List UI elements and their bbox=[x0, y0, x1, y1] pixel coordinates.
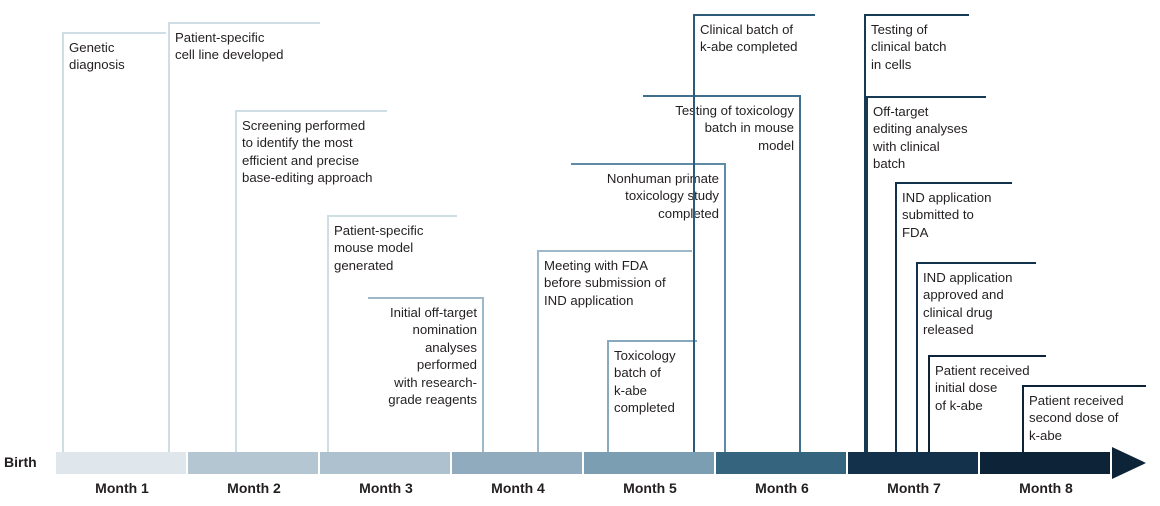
callout-rule bbox=[235, 110, 387, 112]
callout-leader-line bbox=[607, 340, 609, 452]
callout-text: IND application approved and clinical dr… bbox=[923, 270, 1013, 338]
month-label-6: Month 6 bbox=[755, 480, 809, 496]
callout-text: Genetic diagnosis bbox=[69, 40, 125, 73]
month-segment-8 bbox=[980, 452, 1110, 474]
callout-patient-second-dose: Patient received second dose of k-abe bbox=[1022, 385, 1146, 452]
callout-text: Patient-specific mouse model generated bbox=[334, 223, 424, 273]
callout-leader-line bbox=[537, 250, 539, 452]
callout-screening-performed: Screening performed to identify the most… bbox=[235, 110, 387, 452]
callout-text: Patient received initial dose of k-abe bbox=[935, 363, 1030, 413]
callout-rule bbox=[916, 262, 1036, 264]
birth-label: Birth bbox=[4, 454, 37, 470]
callout-testing-of-toxicology-batch: Testing of toxicology batch in mouse mod… bbox=[643, 95, 801, 452]
callout-rule bbox=[864, 14, 969, 16]
month-label-1: Month 1 bbox=[95, 480, 149, 496]
callout-rule bbox=[537, 250, 692, 252]
timeline-axis: Birth Month 1 Month 2 Month 3 Month 4 Month … bbox=[0, 447, 1160, 506]
callout-leader-line bbox=[799, 95, 801, 452]
month-segment-5 bbox=[584, 452, 714, 474]
callout-leader-line bbox=[482, 297, 484, 452]
callout-leader-line bbox=[168, 22, 170, 452]
callout-text: Off-target editing analyses with clinica… bbox=[873, 104, 968, 172]
callout-leader-line bbox=[235, 110, 237, 452]
callout-rule bbox=[928, 355, 1046, 357]
callout-rule bbox=[327, 215, 457, 217]
callout-nonhuman-primate-tox-study: Nonhuman primate toxicology study comple… bbox=[571, 163, 726, 452]
callout-rule bbox=[1022, 385, 1146, 387]
callout-text: Screening performed to identify the most… bbox=[242, 118, 373, 186]
timeline-arrowhead bbox=[1112, 447, 1146, 479]
callout-text: Toxicology batch of k-abe completed bbox=[614, 348, 676, 416]
callout-patient-specific-mouse-model: Patient-specific mouse model generated bbox=[327, 215, 457, 452]
callout-leader-line bbox=[928, 355, 930, 452]
callout-rule bbox=[693, 14, 815, 16]
callout-text: IND application submitted to FDA bbox=[902, 190, 992, 240]
month-label-8: Month 8 bbox=[1019, 480, 1073, 496]
callout-off-target-editing-analyses: Off-target editing analyses with clinica… bbox=[866, 96, 986, 452]
callout-rule bbox=[368, 297, 484, 299]
callout-text: Nonhuman primate toxicology study comple… bbox=[606, 171, 719, 221]
callout-genetic-diagnosis: Genetic diagnosis bbox=[62, 32, 166, 452]
callout-rule bbox=[607, 340, 697, 342]
callout-ind-application-submitted: IND application submitted to FDA bbox=[895, 182, 1012, 452]
callout-meeting-with-fda: Meeting with FDA before submission of IN… bbox=[537, 250, 692, 452]
month-label-5: Month 5 bbox=[623, 480, 677, 496]
callout-text: Initial off-target nomination analyses p… bbox=[388, 305, 477, 408]
callout-rule bbox=[866, 96, 986, 98]
month-segment-1 bbox=[56, 452, 186, 474]
callout-toxicology-batch-completed: Toxicology batch of k-abe completed bbox=[607, 340, 697, 452]
callout-patient-initial-dose: Patient received initial dose of k-abe bbox=[928, 355, 1046, 452]
callout-text: Clinical batch of k-abe completed bbox=[700, 22, 798, 55]
callout-initial-off-target-nomination: Initial off-target nomination analyses p… bbox=[368, 297, 484, 452]
callout-text: Testing of clinical batch in cells bbox=[871, 22, 947, 72]
callout-leader-line bbox=[1022, 385, 1024, 452]
month-label-3: Month 3 bbox=[359, 480, 413, 496]
month-segment-3 bbox=[320, 452, 450, 474]
callout-testing-of-clinical-batch: Testing of clinical batch in cells bbox=[864, 14, 969, 452]
month-segment-2 bbox=[188, 452, 318, 474]
callout-leader-line bbox=[864, 14, 866, 452]
callout-leader-line bbox=[724, 163, 726, 452]
callout-leader-line bbox=[327, 215, 329, 452]
callout-leader-line bbox=[693, 14, 695, 452]
callout-text: Testing of toxicology batch in mouse mod… bbox=[675, 103, 794, 153]
month-segment-4 bbox=[452, 452, 582, 474]
callout-leader-line bbox=[895, 182, 897, 452]
month-segment-6 bbox=[716, 452, 846, 474]
callout-text: Patient-specific cell line developed bbox=[175, 30, 284, 63]
callout-rule bbox=[895, 182, 1012, 184]
callout-leader-line bbox=[62, 32, 64, 452]
callout-rule bbox=[168, 22, 320, 24]
callout-ind-application-approved: IND application approved and clinical dr… bbox=[916, 262, 1036, 452]
month-label-2: Month 2 bbox=[227, 480, 281, 496]
month-label-4: Month 4 bbox=[491, 480, 545, 496]
callout-clinical-batch-completed: Clinical batch of k-abe completed bbox=[693, 14, 815, 452]
callout-leader-line bbox=[866, 96, 868, 452]
month-label-7: Month 7 bbox=[887, 480, 941, 496]
callout-text: Meeting with FDA before submission of IN… bbox=[544, 258, 666, 308]
callout-rule bbox=[571, 163, 726, 165]
callout-rule bbox=[62, 32, 166, 34]
callout-leader-line bbox=[916, 262, 918, 452]
month-segment-7 bbox=[848, 452, 978, 474]
callout-patient-specific-cell-line: Patient-specific cell line developed bbox=[168, 22, 320, 452]
callout-text: Patient received second dose of k-abe bbox=[1029, 393, 1124, 443]
callout-rule bbox=[643, 95, 801, 97]
